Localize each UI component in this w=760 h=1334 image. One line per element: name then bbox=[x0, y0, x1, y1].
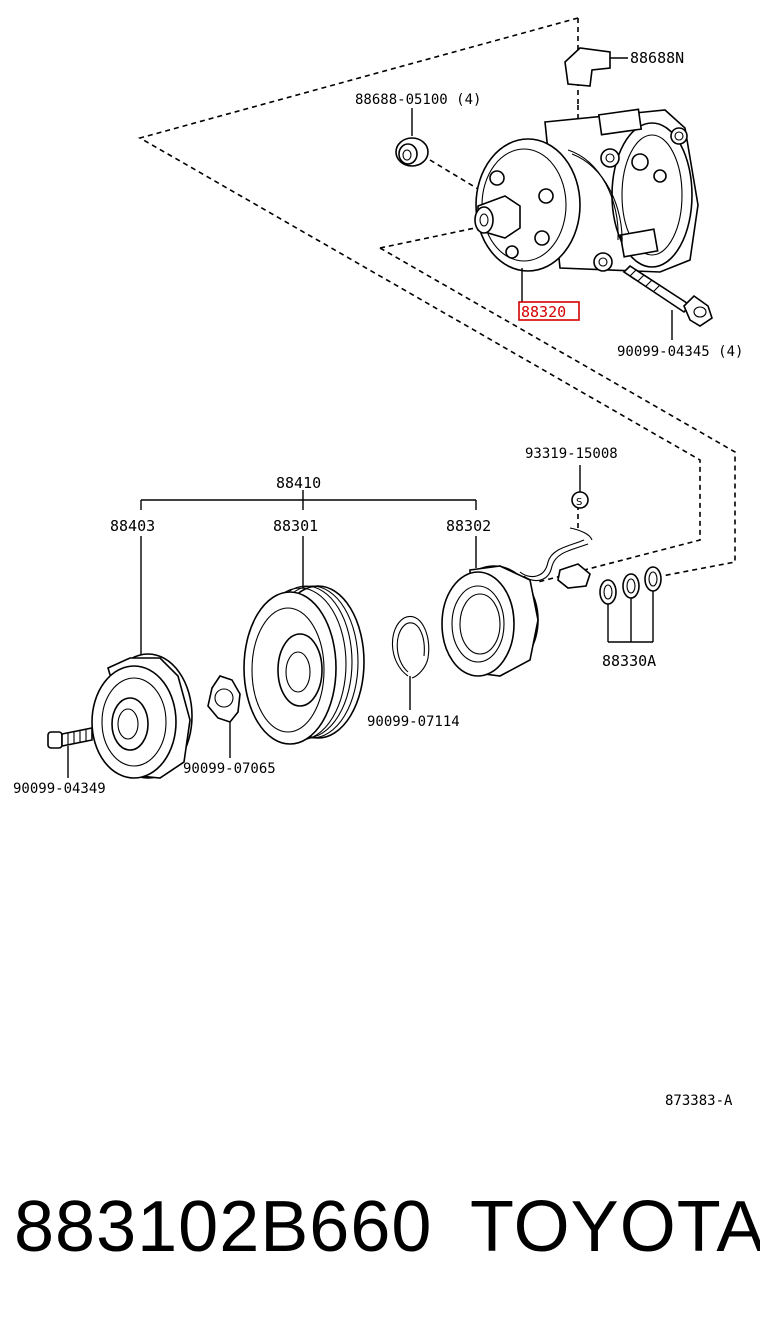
label-88301: 88301 bbox=[273, 517, 318, 535]
highlight-box-88320 bbox=[518, 301, 580, 321]
label-88320: 88320 bbox=[521, 303, 566, 321]
label-88688n: 88688N bbox=[630, 49, 684, 67]
label-88688-05100: 88688-05100 (4) bbox=[355, 92, 481, 108]
label-88302: 88302 bbox=[446, 517, 491, 535]
label-90099-04349: 90099-04349 bbox=[13, 781, 106, 797]
label-90099-07114: 90099-07114 bbox=[367, 714, 460, 730]
switch-93319-15008: S bbox=[571, 465, 589, 509]
bushing-88688-05100 bbox=[395, 108, 429, 167]
field-coil-88302 bbox=[441, 527, 593, 677]
bracket-88688n bbox=[564, 47, 628, 87]
bolt-90099-04349 bbox=[47, 727, 93, 778]
label-88330a: 88330A bbox=[602, 652, 656, 670]
brand-name: TOYOTA bbox=[470, 1187, 760, 1267]
label-88403: 88403 bbox=[110, 517, 155, 535]
snap-ring-90099-07114 bbox=[391, 615, 430, 710]
label-93319-15008: 93319-15008 bbox=[525, 446, 618, 462]
bolt-90099-04345 bbox=[622, 264, 713, 340]
label-88410: 88410 bbox=[276, 474, 321, 492]
compressor-88320 bbox=[474, 108, 699, 302]
shim-90099-07065 bbox=[207, 675, 241, 758]
label-90099-04345: 90099-04345 (4) bbox=[617, 344, 743, 360]
part-number: 883102B660 bbox=[14, 1187, 433, 1267]
label-90099-07065: 90099-07065 bbox=[183, 761, 276, 777]
svg-text:S: S bbox=[576, 497, 582, 508]
pulley-88301 bbox=[243, 536, 365, 745]
shims-88330a bbox=[599, 566, 662, 643]
pressure-plate-88403 bbox=[91, 536, 193, 779]
illustration-number: 873383-A bbox=[665, 1093, 733, 1109]
clutch-assy-bracket bbox=[140, 490, 477, 510]
